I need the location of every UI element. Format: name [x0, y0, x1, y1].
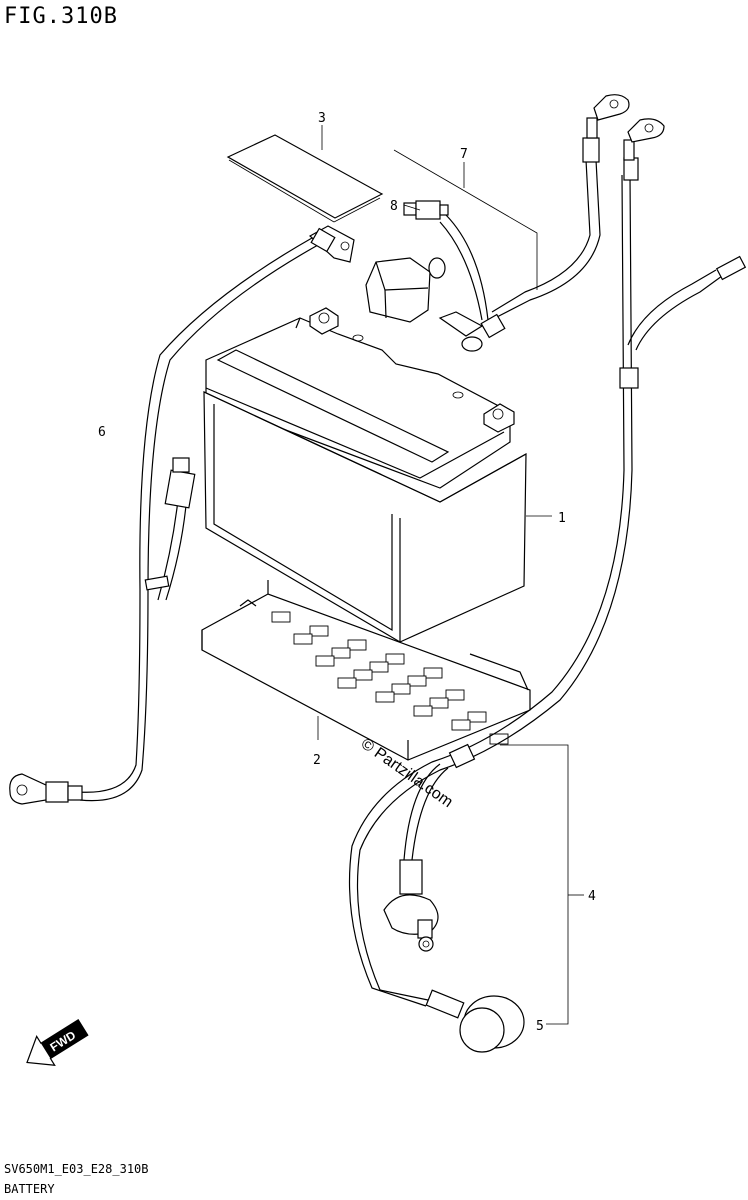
tray-slot [445, 689, 465, 701]
fwd-arrow-icon: FWD [26, 1019, 89, 1066]
part-5-cap[interactable] [425, 989, 525, 1053]
figure-title: FIG.310B [4, 4, 118, 29]
callout-8: 8 [390, 199, 398, 214]
part-7-leader [393, 149, 538, 290]
leader-lines [317, 125, 584, 1025]
figure-name: BATTERY [4, 1182, 55, 1196]
part-3-pad[interactable] [226, 134, 384, 223]
part-1-battery[interactable] [203, 307, 527, 643]
tray-slot [293, 633, 313, 645]
tray-slot [369, 661, 389, 673]
callout-5: 5 [536, 1019, 544, 1034]
tray-slots [271, 611, 509, 745]
part-4-harness[interactable] [348, 118, 747, 1007]
tray-slot [347, 639, 367, 651]
tray-slot [413, 705, 433, 717]
tray-slot [467, 711, 487, 723]
tray-slot [429, 697, 449, 709]
tray-slot [423, 667, 443, 679]
tray-slot [331, 647, 351, 659]
tray-slot [489, 733, 509, 745]
tray-slot [337, 677, 357, 689]
tray-slot [271, 611, 291, 623]
callout-3: 3 [318, 111, 326, 126]
callout-7: 7 [460, 147, 468, 162]
tray-slot [407, 675, 427, 687]
callout-4: 4 [588, 889, 596, 904]
callout-2: 2 [313, 753, 321, 768]
tray-slot [375, 691, 395, 703]
tray-slot [391, 683, 411, 695]
callout-6: 6 [98, 425, 106, 440]
part-6-harness[interactable] [9, 225, 355, 805]
tray-slot [353, 669, 373, 681]
terminal-cover[interactable] [365, 257, 446, 323]
tray-slot [315, 655, 335, 667]
part-7-harness[interactable] [403, 94, 630, 352]
tray-slot [385, 653, 405, 665]
tray-slot [451, 719, 471, 731]
figure-code: SV650M1_E03_E28_310B [4, 1162, 149, 1176]
callout-1: 1 [558, 511, 566, 526]
tray-slot [309, 625, 329, 637]
